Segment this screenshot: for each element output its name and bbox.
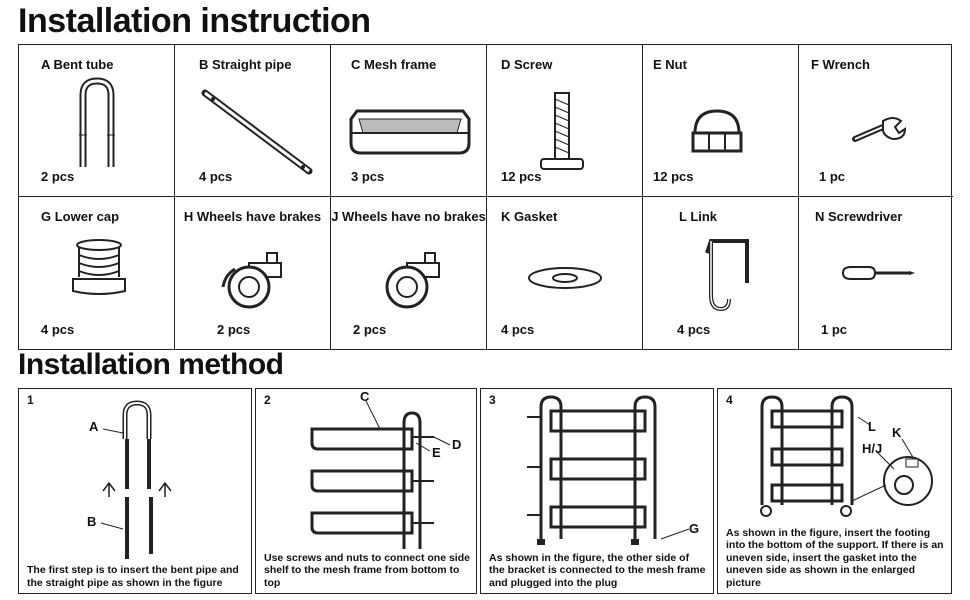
part-name: G Lower cap bbox=[41, 209, 120, 224]
nut-icon bbox=[691, 109, 743, 153]
parts-grid: A Bent tube 2 pcs B Straight pipe 4 pcs … bbox=[18, 44, 953, 350]
part-a: A Bent tube 2 pcs bbox=[19, 45, 175, 197]
part-d: D Screw 12 pcs bbox=[487, 45, 643, 197]
part-qty: 2 pcs bbox=[217, 322, 251, 337]
wheel-icon bbox=[385, 252, 440, 309]
lower-cap-icon bbox=[72, 239, 126, 295]
part-name: F Wrench bbox=[811, 57, 870, 72]
mesh-frame-icon bbox=[349, 109, 471, 155]
part-qty: 4 pcs bbox=[501, 322, 535, 337]
label-d: D bbox=[452, 437, 461, 452]
step-3-diagram: G bbox=[527, 395, 699, 545]
step-2: 2 C D E Use screws and nuts to connect o… bbox=[255, 388, 477, 594]
part-n: N Screwdriver 1 pc bbox=[799, 197, 953, 349]
step-1-diagram: A B bbox=[87, 400, 172, 559]
page-title: Installation instruction bbox=[18, 2, 371, 40]
label-c: C bbox=[360, 389, 370, 404]
step-number: 2 bbox=[264, 393, 271, 407]
step-number: 3 bbox=[489, 393, 496, 407]
label-k: K bbox=[892, 425, 902, 440]
step-4-diagram: L K H/J bbox=[760, 395, 933, 517]
part-name: L Link bbox=[679, 209, 718, 224]
part-g: G Lower cap 4 pcs bbox=[19, 197, 175, 349]
part-qty: 2 pcs bbox=[353, 322, 387, 337]
part-name: E Nut bbox=[653, 57, 687, 72]
part-name: B Straight pipe bbox=[199, 57, 292, 72]
label-b: B bbox=[87, 514, 96, 529]
part-k: K Gasket 4 pcs bbox=[487, 197, 643, 349]
part-qty: 1 pc bbox=[821, 322, 848, 337]
part-qty: 2 pcs bbox=[41, 169, 75, 184]
part-h: H Wheels have brakes 2 pcs bbox=[175, 197, 331, 349]
part-name: A Bent tube bbox=[41, 57, 114, 72]
part-e: E Nut 12 pcs bbox=[643, 45, 799, 197]
wrench-icon bbox=[852, 117, 907, 142]
step-1: 1 A B The first step is to insert the be… bbox=[18, 388, 252, 594]
part-name: J Wheels have no brakes bbox=[331, 209, 486, 224]
bent-tube-icon bbox=[79, 77, 115, 167]
label-a: A bbox=[89, 419, 99, 434]
part-qty: 4 pcs bbox=[41, 322, 75, 337]
part-c: C Mesh frame 3 pcs bbox=[331, 45, 487, 197]
straight-pipe-icon bbox=[201, 89, 313, 175]
part-j: J Wheels have no brakes 2 pcs bbox=[331, 197, 487, 349]
link-hook-icon bbox=[705, 239, 749, 312]
step-caption: The first step is to insert the bent pip… bbox=[27, 564, 239, 589]
step-caption: Use screws and nuts to connect one side … bbox=[264, 551, 470, 589]
part-qty: 12 pcs bbox=[653, 169, 694, 184]
step-caption: As shown in the figure, the other side o… bbox=[489, 551, 706, 589]
part-f: F Wrench 1 pc bbox=[799, 45, 953, 197]
part-l: L Link 4 pcs bbox=[643, 197, 799, 349]
label-l: L bbox=[868, 419, 876, 434]
label-hj: H/J bbox=[862, 441, 882, 456]
part-name: C Mesh frame bbox=[351, 57, 437, 72]
part-name: N Screwdriver bbox=[815, 209, 903, 224]
steps-panel: 1 A B The first step is to insert the be… bbox=[18, 388, 952, 594]
part-qty: 12 pcs bbox=[501, 169, 542, 184]
screwdriver-icon bbox=[841, 266, 915, 280]
step-3: 3 G As shown in the figure, the other si… bbox=[480, 388, 714, 594]
section-title: Installation method bbox=[18, 348, 284, 381]
brake-wheel-icon bbox=[221, 252, 282, 309]
part-qty: 3 pcs bbox=[351, 169, 385, 184]
part-qty: 4 pcs bbox=[677, 322, 711, 337]
label-g: G bbox=[689, 521, 699, 536]
step-2-diagram: C D E bbox=[310, 389, 461, 549]
label-e: E bbox=[432, 445, 441, 460]
screw-icon bbox=[540, 92, 584, 170]
part-b: B Straight pipe 4 pcs bbox=[175, 45, 331, 197]
step-4: 4 L K H/J As shown in the figure, insert… bbox=[717, 388, 952, 594]
step-number: 4 bbox=[726, 393, 733, 407]
part-name: K Gasket bbox=[501, 209, 558, 224]
gasket-icon bbox=[528, 267, 602, 289]
part-qty: 1 pc bbox=[819, 169, 846, 184]
step-caption: As shown in the figure, insert the footi… bbox=[726, 526, 944, 589]
part-qty: 4 pcs bbox=[199, 169, 233, 184]
part-name: D Screw bbox=[501, 57, 553, 72]
step-number: 1 bbox=[27, 393, 34, 407]
part-name: H Wheels have brakes bbox=[183, 209, 322, 224]
